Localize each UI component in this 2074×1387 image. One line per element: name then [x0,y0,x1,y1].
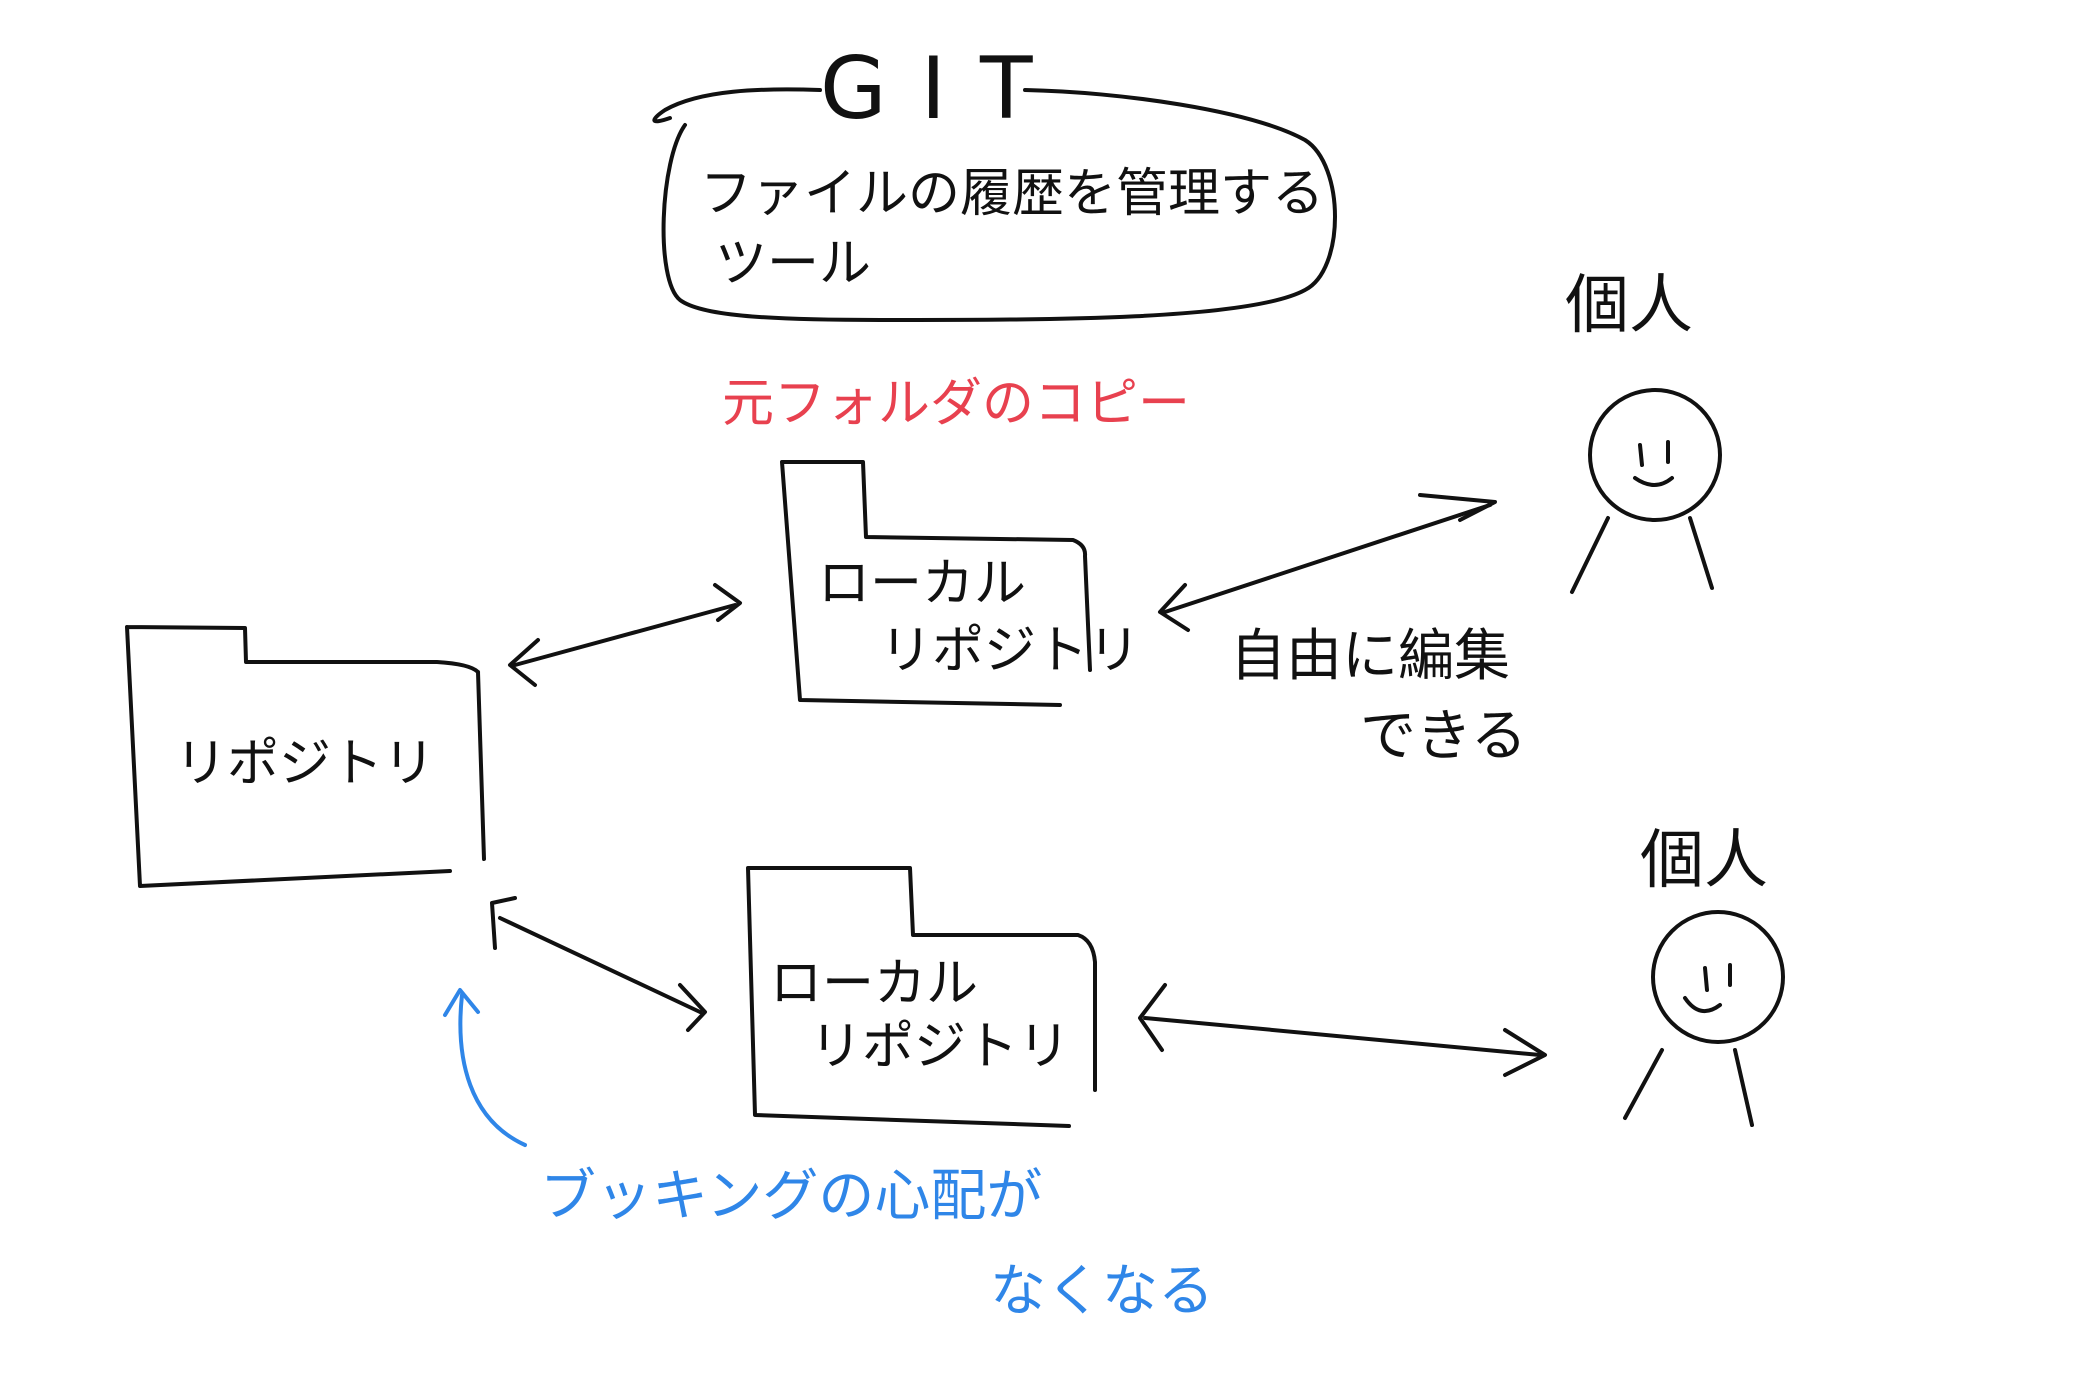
arrow-repo-to-local-top [508,583,742,687]
title-description-line2: ツール [715,234,872,294]
local-repo-top-label-line1: ローカル [818,554,1027,614]
arrow-local-bottom-to-person [1138,983,1547,1077]
repository-label: リポジトリ [175,734,436,794]
edit-note-line1: 自由に編集 [1230,624,1510,689]
local-repo-bottom-label-line2: リポジトリ [810,1017,1071,1077]
edit-note-line2: できる [1360,704,1527,769]
local-repo-bottom-label-line1: ローカル [770,954,979,1014]
title-bubble-outline [652,87,1337,322]
local-repo-top-annotation: 元フォルダのコピー [722,374,1191,434]
title-description-line1: ファイルの履歴を管理する [700,164,1325,224]
title-text: GIT [820,39,1067,139]
local-repo-bottom-folder [746,866,1097,1128]
booking-note-line2: なくなる [990,1259,1214,1324]
arrow-repo-to-local-bottom [490,896,707,1032]
booking-note-line1: ブッキングの心配が [540,1164,1043,1229]
blue-curved-arrow [443,988,527,1147]
arrow-local-top-to-person [1158,493,1497,632]
person-top-figure [1570,388,1722,594]
person-top-label: 個人 [1565,269,1693,343]
local-repo-top-folder [780,460,1092,707]
person-bottom-label: 個人 [1640,824,1768,898]
person-bottom-figure [1623,910,1785,1127]
repository-folder [125,625,486,888]
local-repo-top-label-line2: リポジトリ [880,621,1141,681]
